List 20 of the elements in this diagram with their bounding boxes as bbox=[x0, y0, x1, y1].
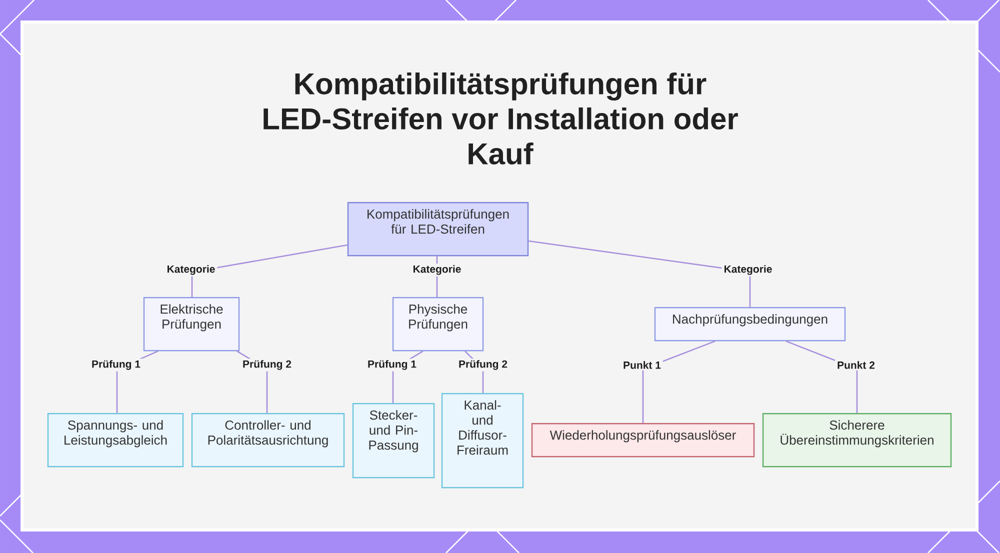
item-box: Spannungs- und Leistungsabgleich bbox=[47, 412, 184, 468]
item-box: Wiederholungsprüfungsauslöser bbox=[531, 423, 755, 458]
item-box: Sicherere Übereinstimmungskriterien bbox=[762, 412, 952, 468]
edge-label: Kategorie bbox=[410, 264, 464, 276]
item-box: Stecker- und Pin- Passung bbox=[352, 403, 435, 478]
category-box: Elektrische Prüfungen bbox=[143, 297, 240, 352]
edge-label: Prüfung 1 bbox=[366, 358, 418, 372]
edge-label: Prüfung 1 bbox=[90, 358, 142, 372]
category-box: Nachprüfungsbedingungen bbox=[654, 306, 846, 342]
edge-label: Kategorie bbox=[164, 264, 218, 276]
title: Kompatibilitätsprüfungen für LED-Streifen vor Installation oder Kauf bbox=[264, 72, 738, 164]
edge-label: Punkt 2 bbox=[835, 360, 877, 370]
edge-label: Kategorie bbox=[722, 264, 774, 276]
edge-label: Punkt 1 bbox=[621, 360, 663, 370]
edge-label: Prüfung 2 bbox=[240, 358, 294, 372]
category-box: Physische Prüfungen bbox=[392, 297, 484, 352]
root-box: Kompatibilitätsprüfungen für LED-Streifen bbox=[347, 202, 529, 256]
item-box: Kanal- und Diffusor- Freiraum bbox=[441, 392, 524, 488]
edge-label: Prüfung 2 bbox=[456, 358, 510, 372]
item-box: Controller- und Polaritätsausrichtung bbox=[191, 412, 345, 468]
